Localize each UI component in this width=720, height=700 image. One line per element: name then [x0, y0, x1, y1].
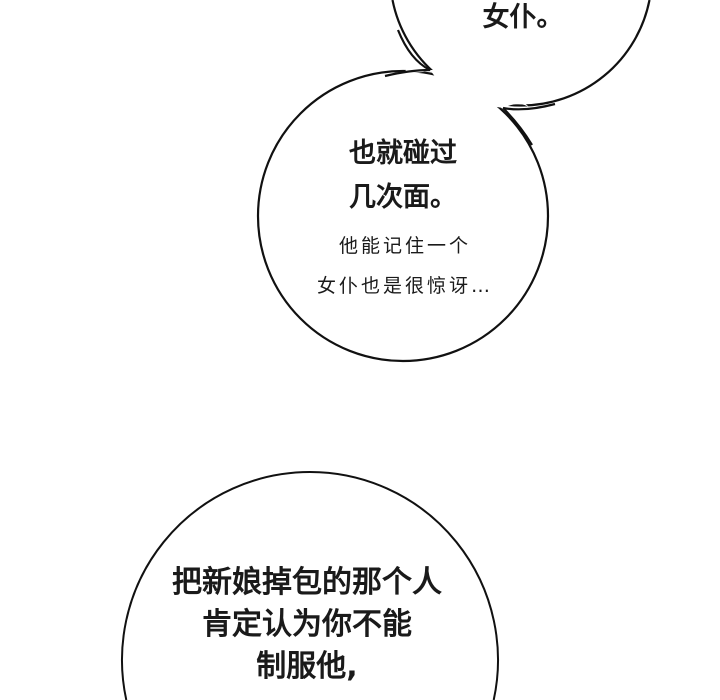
text-line: 几次面。	[349, 182, 457, 213]
bubble-top-text: 女仆。	[483, 0, 564, 40]
text-line: 女仆也是很惊讶…	[316, 275, 494, 297]
speech-bubble-bottom	[121, 471, 499, 700]
bubble-connector	[430, 70, 530, 108]
bubble-tail-left	[384, 29, 431, 78]
text-line: 他能记住一个	[338, 235, 472, 257]
speech-bubble-middle	[256, 69, 550, 363]
text-line: 把新娘掉包的那个人	[172, 565, 442, 600]
bubble-middle-text: 也就碰过 几次面。	[349, 132, 457, 220]
text-line: 制服他,	[256, 649, 358, 684]
bubble-middle-small-text: 他能记住一个 女仆也是很惊讶…	[317, 226, 493, 306]
bubble-bottom-text: 把新娘掉包的那个人 肯定认为你不能 制服他,	[172, 562, 442, 688]
bubble-tail-right	[502, 102, 556, 146]
text-line: 女仆。	[482, 2, 564, 33]
text-line: 肯定认为你不能	[202, 607, 412, 642]
text-line: 也就碰过	[349, 138, 457, 169]
